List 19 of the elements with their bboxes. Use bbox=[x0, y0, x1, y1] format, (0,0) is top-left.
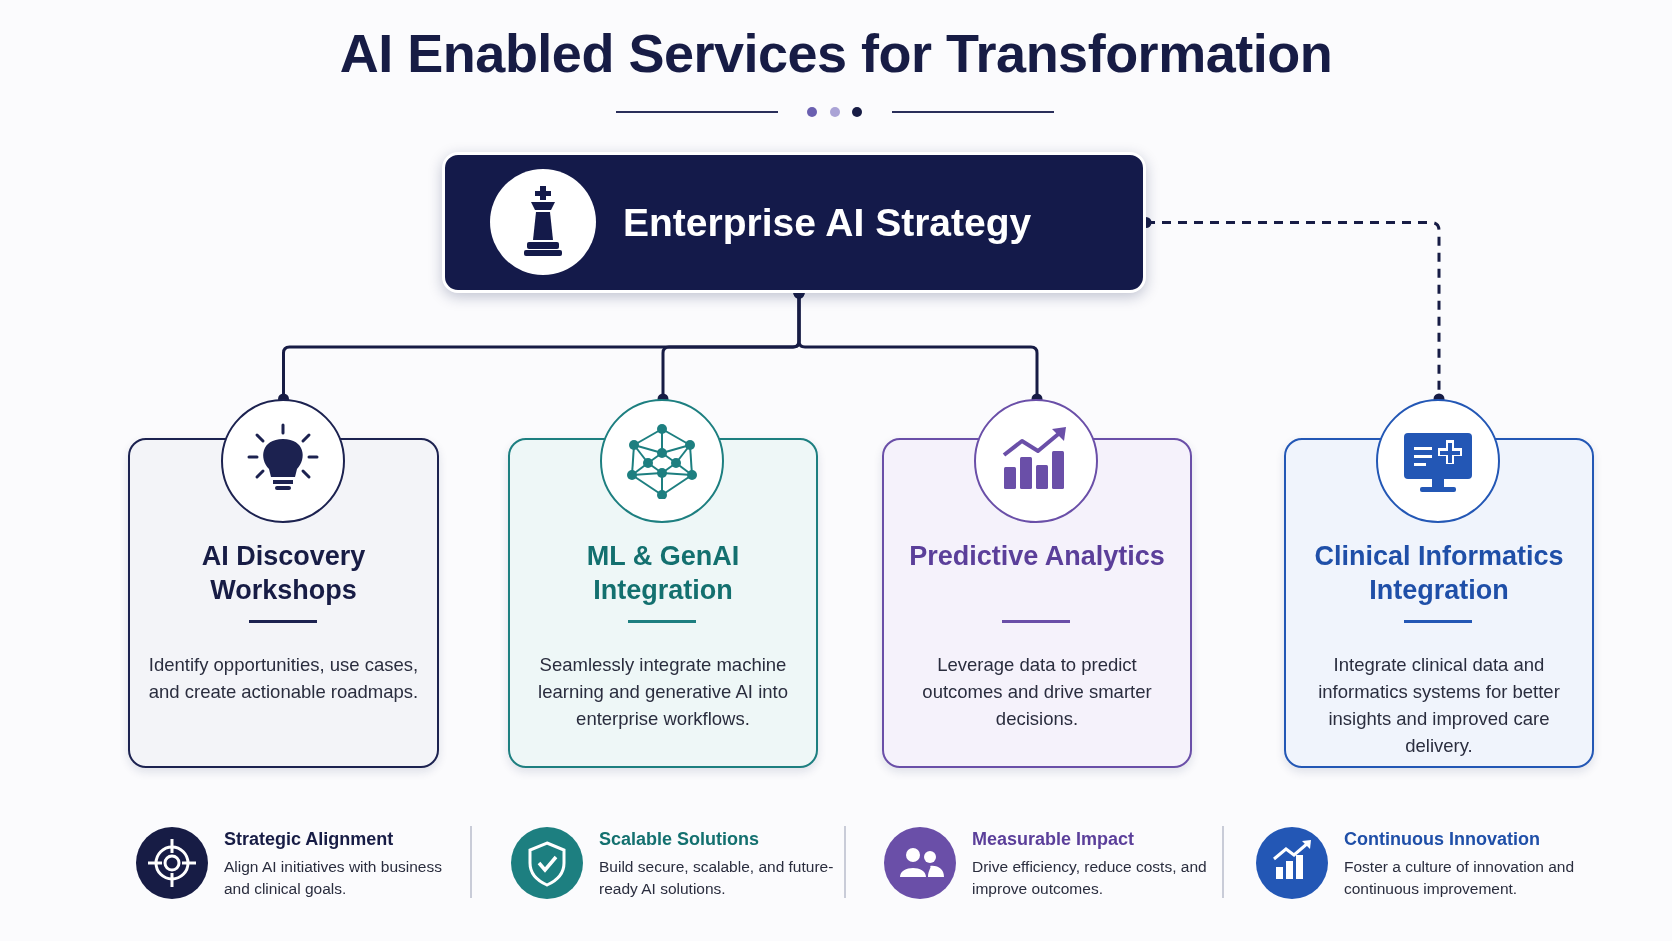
feature-description: Drive efficiency, reduce costs, and improve outcomes. bbox=[972, 857, 1208, 899]
feature-description: Build secure, scalable, and future-ready AI solutions. bbox=[599, 857, 835, 899]
card-title: Predictive Analytics bbox=[908, 540, 1166, 573]
feature-description: Align AI initiatives with business and clinical goals. bbox=[224, 857, 443, 899]
card-description: Identify opportunities, use cases, and create actionable roadmaps. bbox=[147, 653, 420, 704]
title: AI Enabled Services for Transformation bbox=[338, 22, 1334, 84]
feature-title: Scalable Solutions bbox=[599, 829, 760, 850]
strategy-box bbox=[442, 152, 1146, 293]
card-title: Clinical Informatics Integration bbox=[1313, 540, 1565, 607]
feature-title: Measurable Impact bbox=[972, 829, 1135, 850]
card-title: ML & GenAI Integration bbox=[585, 540, 741, 607]
card-title: AI Discovery Workshops bbox=[200, 540, 367, 607]
feature-title: Strategic Alignment bbox=[224, 829, 394, 850]
feature-title: Continuous Innovation bbox=[1344, 829, 1540, 850]
card-description: Seamlessly integrate machine learning and generative AI into enterprise workflows. bbox=[537, 653, 789, 731]
feature-description: Foster a culture of innovation and continuous improvement. bbox=[1344, 857, 1576, 899]
card-description: Integrate clinical data and informatics systems for better insights and improved care delivery. bbox=[1317, 653, 1561, 758]
box-title: Enterprise AI Strategy bbox=[623, 200, 1033, 246]
card-description: Leverage data to predict outcomes and drive smarter decisions. bbox=[921, 653, 1153, 731]
